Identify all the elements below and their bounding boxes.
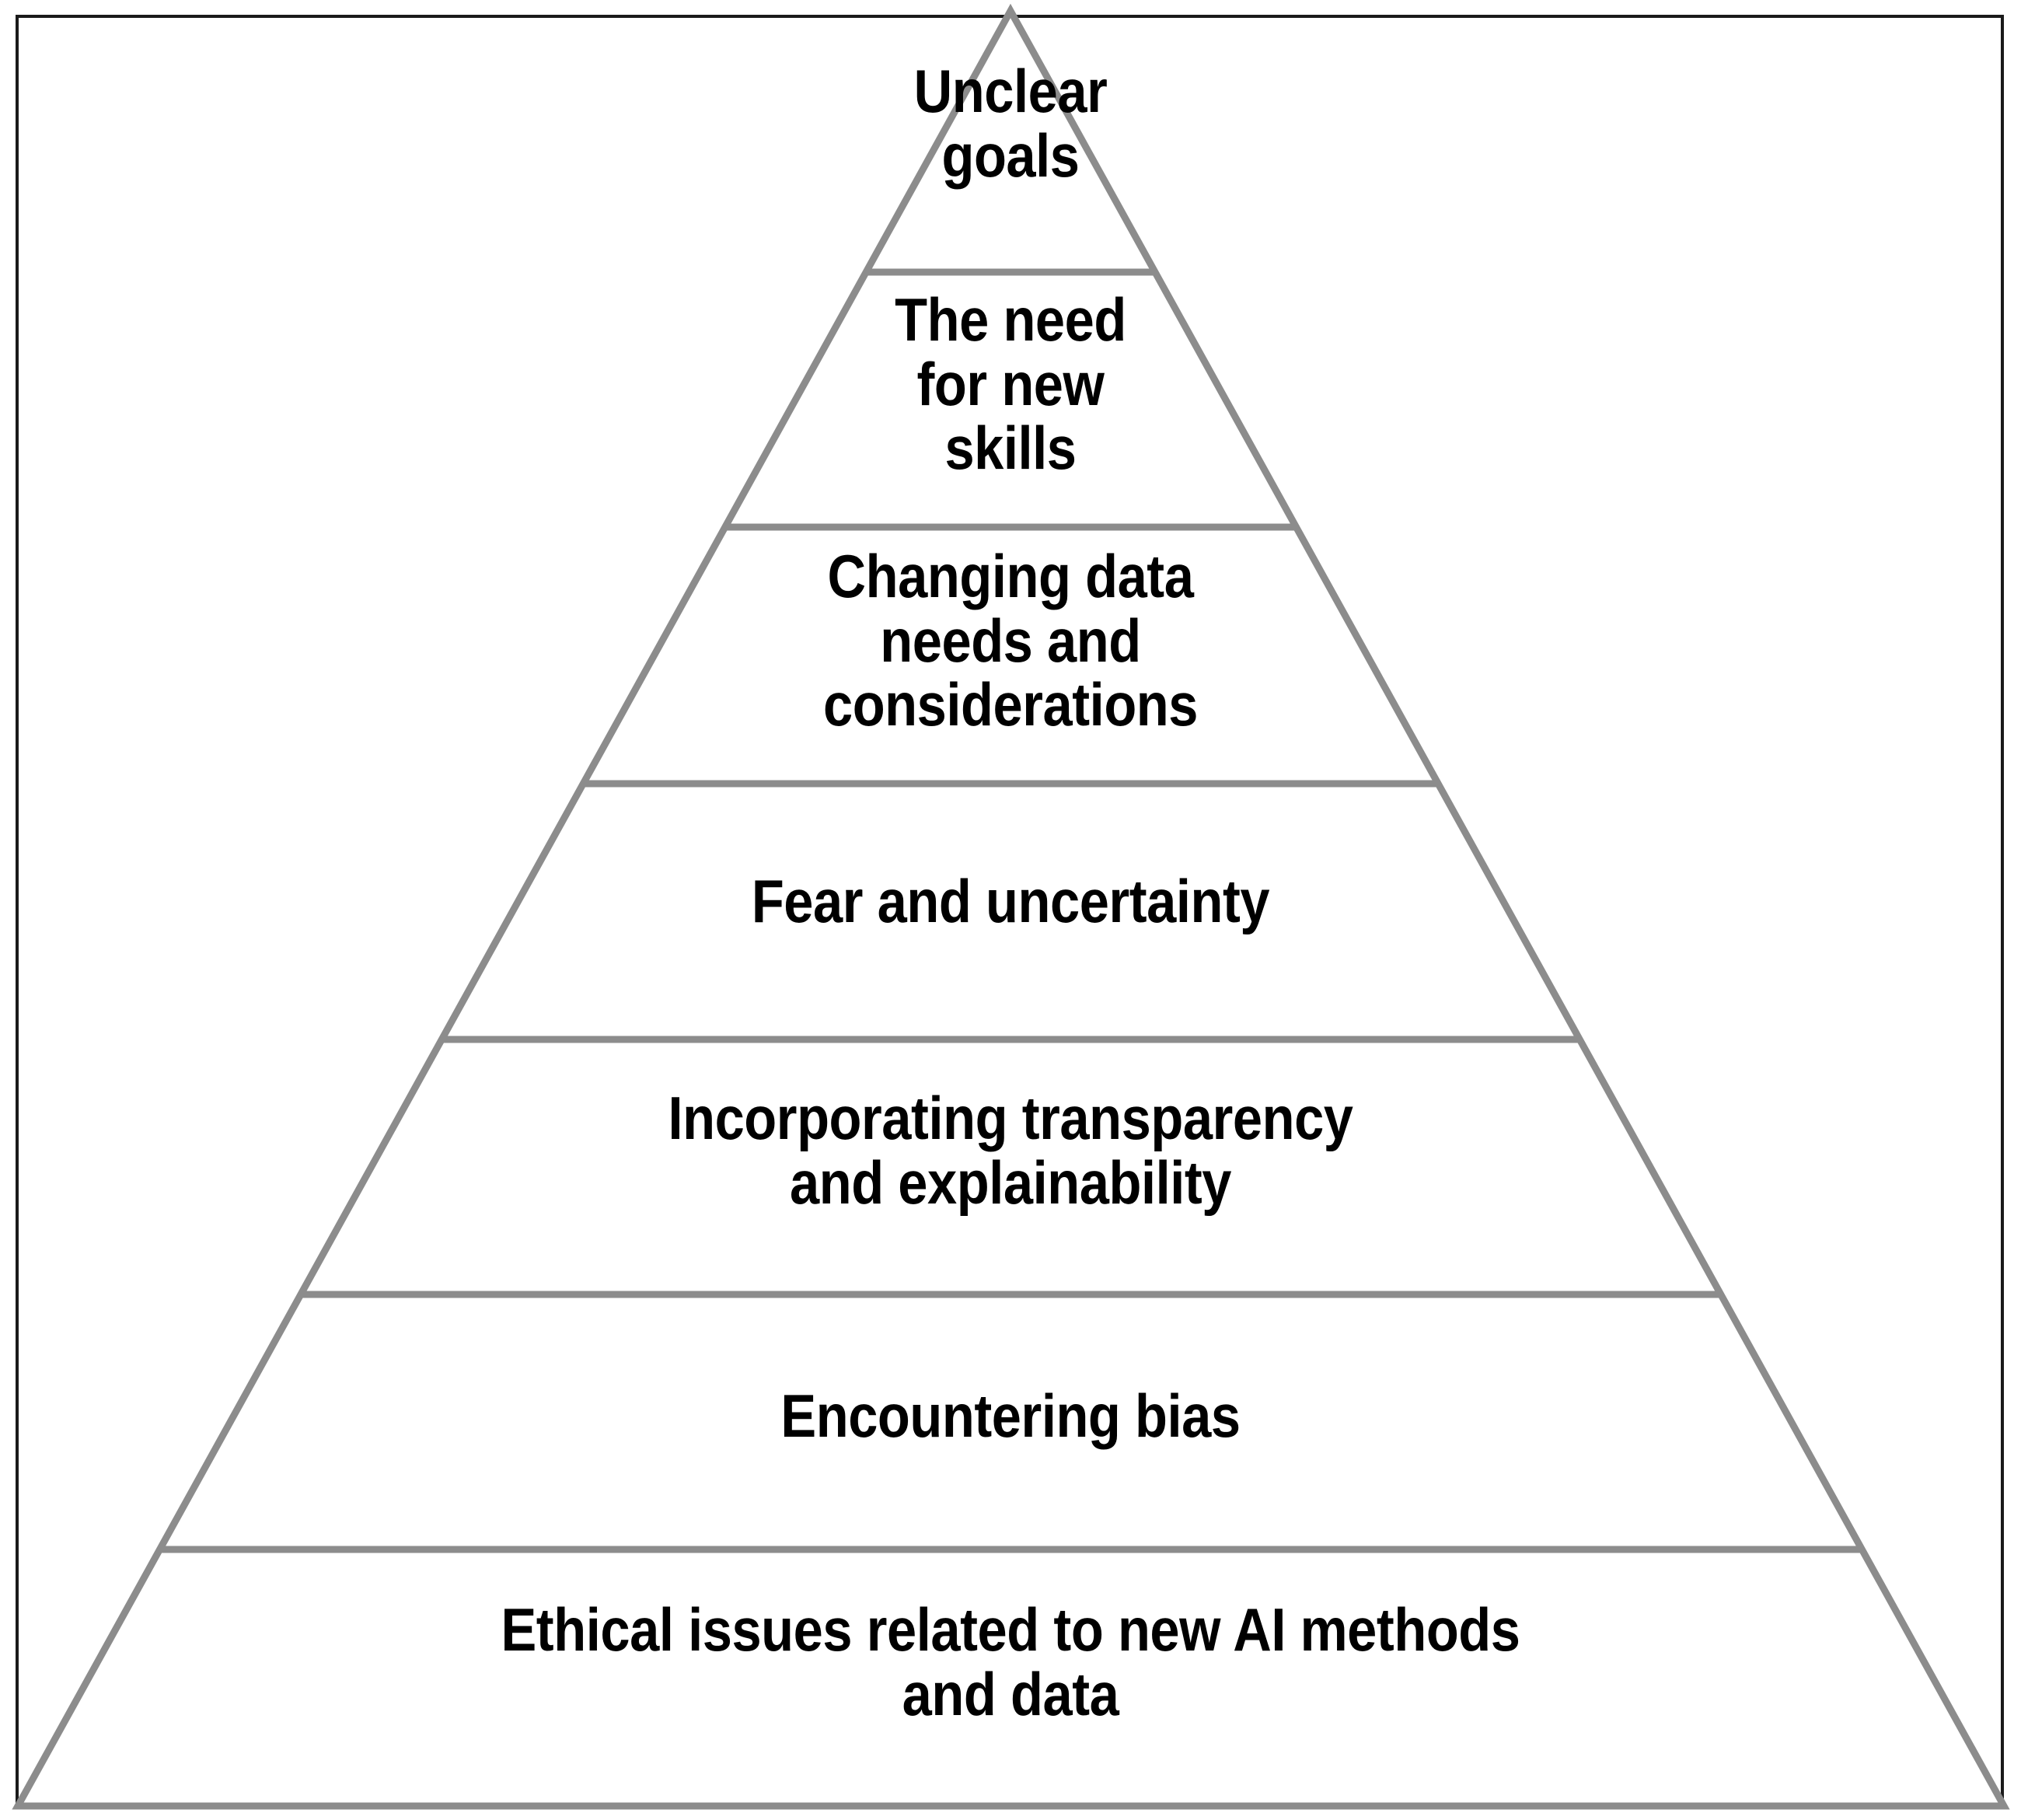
pyramid-tier-label-fear-and-uncertainty: Fear and uncertainty — [751, 867, 1270, 935]
pyramid-tier-label-ethical-issues-related-to-new-ai-methods-and-data: Ethical issues related to new AI methods… — [501, 1595, 1520, 1728]
pyramid-tier-label-unclear-goals: Unclear goals — [913, 57, 1108, 190]
pyramid-tier-label-incorporating-transparency-and-explainability: Incorporating transparency and explainab… — [668, 1084, 1353, 1217]
pyramid-tier-label-encountering-bias: Encountering bias — [780, 1382, 1241, 1450]
pyramid-triangle-outline — [12, 3, 2010, 1810]
pyramid-tier-label-need-for-new-skills: The need for new skills — [895, 285, 1126, 483]
pyramid-tier-label-changing-data-needs-and-considerations: Changing data needs and considerations — [822, 542, 1199, 739]
